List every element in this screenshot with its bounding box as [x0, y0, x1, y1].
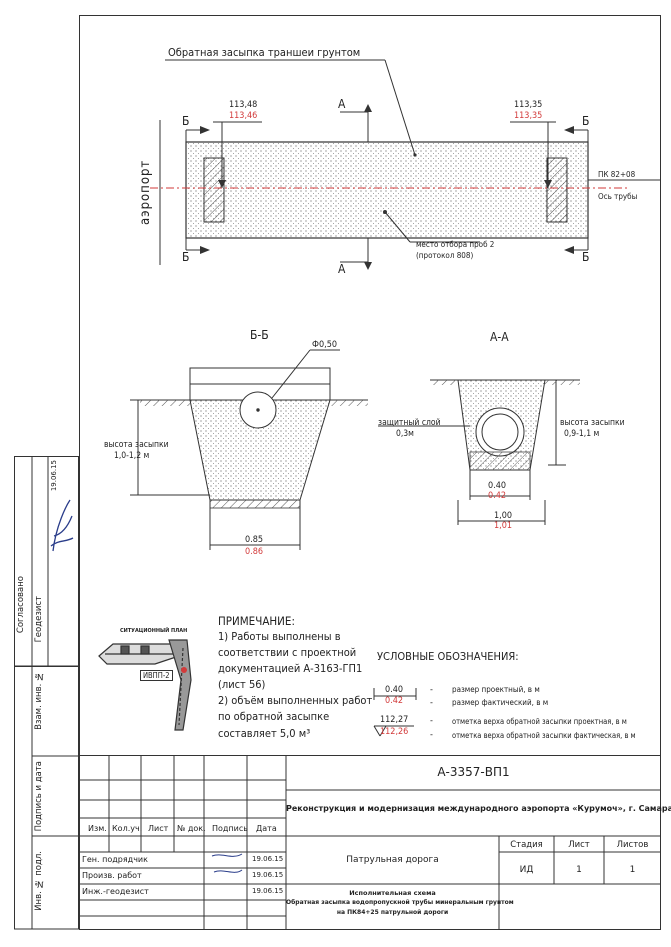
aa-height-label: высота засыпки — [560, 418, 625, 428]
stage-hdr-lists: Листов — [616, 840, 649, 850]
aa-height-value: 0,9-1,1 м — [564, 429, 600, 439]
left-level-design: 113,48 — [229, 100, 258, 110]
project-name: Реконструкция и модернизация международн… — [286, 804, 671, 813]
sample-point — [383, 210, 387, 214]
side-strip-lines — [14, 456, 79, 930]
doc-title-3: на ПК84+25 патрульной дороги — [336, 909, 449, 916]
bb-width-actual: 0.86 — [245, 547, 264, 557]
role-2-date: 19.06.15 — [252, 871, 284, 879]
section-aa-drawing — [378, 379, 580, 525]
minimap-tag: ИВПП-2 — [140, 670, 173, 681]
role-1: Ген. подрядчик — [82, 855, 148, 864]
notes-line-5: 2) объём выполненных работ — [218, 694, 373, 707]
side-sign-date: Подпись и дата — [34, 761, 44, 832]
legend-mark-actual: 112,26 — [380, 727, 409, 737]
stage-val-list: 1 — [576, 865, 582, 875]
legend-dash-4: - — [430, 730, 433, 740]
section-aa-title: А-А — [490, 330, 509, 344]
legend-dim-design: 0.40 — [385, 685, 404, 695]
hdr-doc: № док. — [177, 824, 206, 833]
section-a-top: А — [338, 97, 346, 111]
right-level-design: 113,35 — [514, 100, 543, 110]
role-1-date: 19.06.15 — [252, 855, 284, 863]
legend-dash-1: - — [430, 685, 433, 695]
legend-dash-3: - — [430, 716, 433, 726]
side-inv-replace: Взам. инв. № — [34, 671, 44, 730]
notes-line-3: документацией А-3163-ГП1 — [218, 662, 363, 675]
aa-inner-design: 0.40 — [488, 481, 507, 491]
stage-val-stage: ИД — [519, 865, 534, 875]
trench-plan — [185, 141, 589, 239]
section-b-bottom-right: Б — [582, 250, 590, 264]
notes-line-1: 1) Работы выполнены в — [218, 630, 341, 643]
plan-view — [150, 59, 660, 270]
signature-mark — [50, 499, 74, 552]
legend-dim-actual-text: размер фактический, в м — [452, 698, 549, 707]
doc-title-2: Обратная засыпка водопропускной трубы ми… — [286, 899, 514, 906]
backfill-label: Обратная засыпка траншеи грунтом — [168, 46, 361, 59]
doc-code: А-3357-ВП1 — [437, 765, 510, 779]
bb-height-value: 1,0-1,2 м — [114, 451, 150, 461]
notes-line-4: (лист 56) — [218, 678, 266, 691]
section-b-bottom-left: Б — [182, 250, 190, 264]
side-inv-orig: Инв. № подл. — [34, 851, 44, 911]
hdr-izm: Изм. — [88, 824, 107, 833]
axis-label: Ось трубы — [598, 192, 638, 201]
stage-hdr-list: Лист — [568, 840, 590, 850]
stage-val-lists: 1 — [629, 865, 636, 875]
aa-inner-actual: 0.42 — [488, 491, 507, 501]
legend-dim-design-text: размер проектный, в м — [452, 685, 540, 694]
legend-symbols — [373, 688, 417, 737]
doc-title-1: Исполнительная схема — [349, 889, 436, 897]
section-b-top-right: Б — [582, 114, 590, 128]
hdr-kol: Кол.уч. — [112, 824, 143, 833]
legend-mark-design-text: отметка верха обратной засыпки проектная… — [452, 717, 627, 726]
role-3: Инж.-геодезист — [82, 887, 149, 896]
role-3-date: 19.06.15 — [252, 887, 284, 895]
right-level-actual: 113,35 — [514, 111, 543, 121]
notes-heading: ПРИМЕЧАНИЕ: — [218, 614, 295, 628]
pk-label: ПК 82+08 — [598, 170, 636, 179]
hdr-list: Лист — [148, 824, 169, 833]
sample-label: место отбора проб 2 — [416, 240, 495, 249]
legend-heading: УСЛОВНЫЕ ОБОЗНАЧЕНИЯ: — [377, 650, 519, 663]
sample-protocol: (протокол 808) — [416, 251, 474, 260]
legend-dim-actual: 0.42 — [385, 696, 404, 706]
airport-label: аэропорт — [138, 159, 153, 225]
section-bb-title: Б-Б — [250, 328, 269, 342]
aa-pipe — [475, 407, 525, 457]
section-bb-drawing — [130, 349, 368, 550]
right-headwall — [546, 157, 568, 223]
legend-mark-actual-text: отметка верха обратной засыпки фактическ… — [452, 731, 636, 740]
hdr-sign: Подпись — [212, 824, 248, 833]
side-geodesist: Геодезист — [34, 596, 44, 643]
aa-protect-label: защитный слой — [378, 418, 441, 428]
aa-outer-design: 1,00 — [494, 511, 513, 521]
hdr-date: Дата — [256, 824, 277, 833]
legend-mark-design: 112,27 — [380, 715, 409, 725]
side-strip: Согласовано Геодезист 19.06.15 Взам. инв… — [14, 456, 79, 930]
notes-line-7: составляет 5,0 м³ — [218, 727, 311, 740]
aa-outer-actual: 1,01 — [494, 521, 513, 531]
section-bb-pipe-dia: Ф0,50 — [312, 340, 337, 350]
situation-minimap — [98, 639, 192, 731]
stage-hdr-stage: Стадия — [510, 840, 543, 850]
stamp-signatures — [211, 853, 243, 873]
bb-width-design: 0.85 — [245, 535, 264, 545]
drawing-frame — [79, 15, 661, 930]
left-headwall — [203, 157, 225, 223]
notes-line-6: по обратной засыпке — [218, 710, 330, 723]
section-a-bottom: А — [338, 262, 346, 276]
legend-dash-2: - — [430, 698, 433, 708]
notes-line-2: соответствии с проектной — [218, 646, 357, 659]
section-b-top-left: Б — [182, 114, 190, 128]
role-2: Произв. работ — [82, 871, 142, 880]
left-level-actual: 113,46 — [229, 111, 258, 121]
bb-height-label: высота засыпки — [104, 440, 169, 450]
aa-protect-value: 0,3м — [396, 429, 414, 439]
minimap-caption: СИТУАЦИОННЫЙ ПЛАН — [120, 628, 188, 634]
object-name: Патрульная дорога — [346, 855, 439, 865]
title-block-grid — [79, 755, 661, 930]
